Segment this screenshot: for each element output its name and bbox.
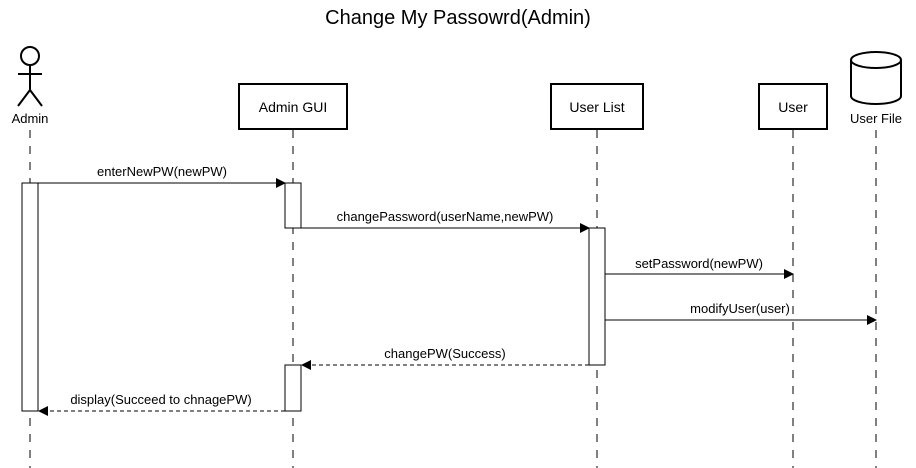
- user-box: [758, 83, 828, 130]
- message-label-modify-user: modifyUser(user): [690, 301, 790, 316]
- admin-actor-icon: [17, 46, 43, 107]
- user-list-box: [550, 83, 644, 130]
- message-label-change-pw-return: changePW(Success): [384, 346, 505, 361]
- message-label-display-return: display(Succeed to chnagePW): [70, 392, 251, 407]
- admin-activation-bar: [21, 182, 39, 412]
- user-list-activation-bar: [588, 227, 606, 366]
- diagram-title: Change My Passowrd(Admin): [325, 7, 591, 29]
- admin-gui-activation-bar-2: [284, 364, 302, 412]
- database-icon: [850, 51, 902, 105]
- user-file-label: User File: [850, 111, 902, 126]
- message-label-change-password: changePassword(userName,newPW): [337, 209, 554, 224]
- message-label-enter-new-pw: enterNewPW(newPW): [97, 164, 227, 179]
- user-list-label: User List: [569, 99, 624, 115]
- admin-actor-label: Admin: [12, 111, 49, 126]
- admin-gui-activation-bar-1: [284, 182, 302, 229]
- admin-gui-label: Admin GUI: [259, 99, 327, 115]
- user-label: User: [778, 99, 808, 115]
- admin-gui-box: [238, 83, 348, 130]
- message-label-set-password: setPassword(newPW): [635, 256, 763, 271]
